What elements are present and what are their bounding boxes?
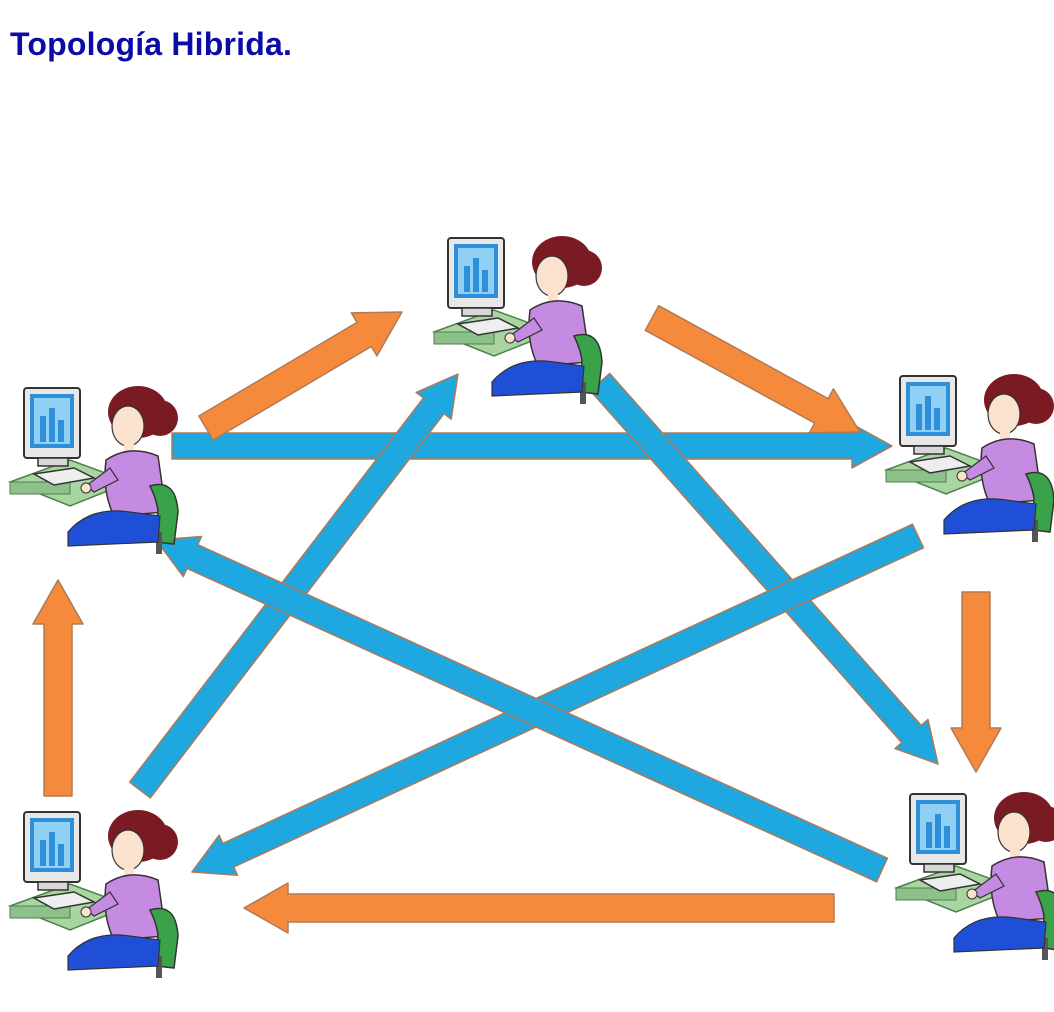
user-at-computer-icon xyxy=(885,373,1054,543)
ring-arrow-top-to-right xyxy=(644,304,861,434)
node-bottom-right xyxy=(895,791,1054,961)
node-left xyxy=(9,385,179,555)
ring-links xyxy=(32,304,1002,934)
mesh-arrow-bottom-left-to-top xyxy=(128,373,459,799)
mesh-links xyxy=(128,372,939,883)
mesh-arrow-right-to-bottom-left xyxy=(191,523,925,876)
node-right xyxy=(885,373,1054,543)
mesh-arrow-top-to-bottom-right xyxy=(589,372,939,765)
node-top xyxy=(433,235,603,405)
user-at-computer-icon xyxy=(9,809,179,979)
ring-arrow-left-to-top xyxy=(198,311,403,441)
node-bottom-left xyxy=(9,809,179,979)
ring-arrow-bottom-right-to-bottom-left xyxy=(243,882,835,934)
mesh-arrow-bottom-right-to-left xyxy=(155,535,889,883)
user-at-computer-icon xyxy=(433,235,603,405)
mesh-arrow-left-to-right xyxy=(171,423,893,469)
page-title: Topología Hibrida. xyxy=(10,26,293,62)
user-at-computer-icon xyxy=(9,385,179,555)
ring-arrow-right-to-bottom-right xyxy=(950,591,1002,773)
ring-arrow-bottom-left-to-left xyxy=(32,579,84,797)
user-at-computer-icon xyxy=(895,791,1054,961)
